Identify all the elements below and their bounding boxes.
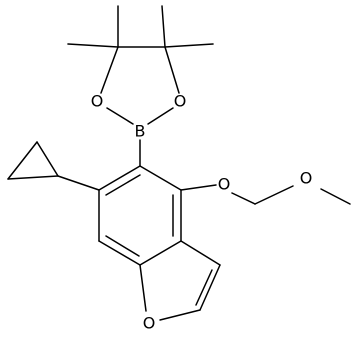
atom-oxygen-pinacol-left: O <box>91 92 104 111</box>
bond-c1-methyl-left <box>67 43 119 48</box>
bond-c4-o-ether <box>180 184 217 191</box>
bond-o-methyl-ch3 <box>320 188 351 205</box>
bond-c3a-c7a <box>139 240 182 266</box>
bond-cyclopropyl-b <box>7 141 38 180</box>
bond-c6-cyclopropyl <box>57 175 100 191</box>
bond-c1-o-left <box>100 46 119 94</box>
bond-c6-c5-inner <box>105 174 141 196</box>
bond-o-furan-c7a <box>139 264 147 312</box>
atom-labels: O O B O O O <box>91 92 313 333</box>
atom-oxygen-furan: O <box>143 314 156 333</box>
bond-c2-methyl-right <box>164 43 214 48</box>
atom-oxygen-ether-methyl: O <box>300 169 313 188</box>
bond-c6-c5 <box>98 165 141 191</box>
bond-cyclopropyl-c <box>7 175 59 180</box>
bond-ch2-o-methyl <box>254 185 294 205</box>
bond-cyclopropyl-a <box>36 141 59 177</box>
bond-c3-c2-inner <box>195 269 213 306</box>
bond-o-ether-ch2 <box>231 192 256 205</box>
bond-c3a-c3 <box>180 240 221 266</box>
bond-c5-c4 <box>139 165 182 191</box>
bond-c2-methyl-top <box>161 5 166 48</box>
bond-c3-c2 <box>199 264 221 311</box>
atom-boron: B <box>135 122 146 141</box>
bonds <box>7 5 351 321</box>
bond-c2-o-right <box>164 46 180 94</box>
atom-oxygen-pinacol-right: O <box>174 92 187 111</box>
atom-oxygen-ether-aryl: O <box>218 175 231 194</box>
bond-c2-o-furan <box>159 309 201 321</box>
bond-o-right-b <box>147 107 174 125</box>
bond-c7a-c7-inner <box>105 235 140 257</box>
bond-c7a-c7 <box>98 240 141 266</box>
bond-o-left-b <box>106 107 134 125</box>
